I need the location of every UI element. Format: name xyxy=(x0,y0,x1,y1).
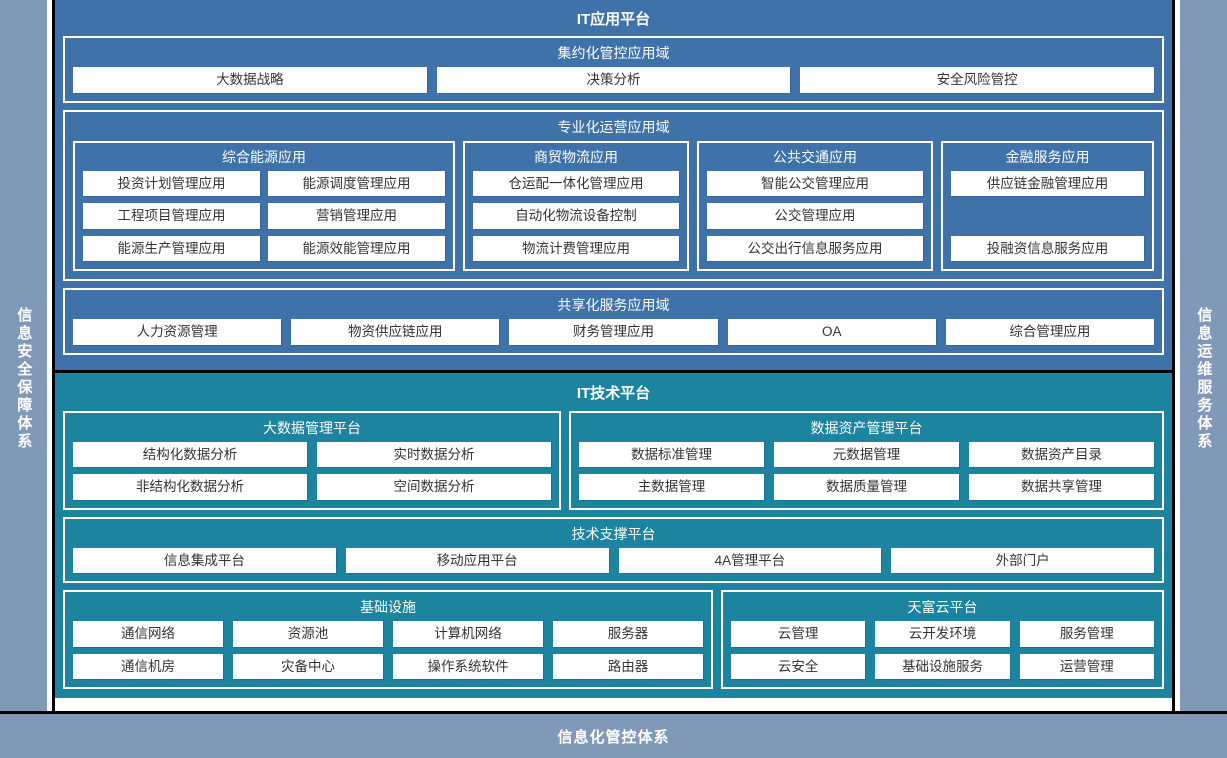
domain-professional-operations: 专业化运营应用域 综合能源应用 投资计划管理应用 能源调度管理应用 工程项目管理… xyxy=(63,109,1164,282)
app-chip-security-risk-control[interactable]: 安全风险管控 xyxy=(800,67,1155,93)
pillar-integrated-energy-title: 综合能源应用 xyxy=(222,148,306,165)
bottom-bar-governance: 信息化管控体系 xyxy=(0,711,1227,758)
app-chip-bus-mgmt[interactable]: 公交管理应用 xyxy=(707,203,923,229)
app-chip-energy-efficiency-mgmt[interactable]: 能源效能管理应用 xyxy=(268,235,445,262)
app-chip-material-supply-chain[interactable]: 物资供应链应用 xyxy=(291,319,500,345)
it-application-platform: IT应用平台 集约化管控应用域 大数据战略 决策分析 安全风险管控 专业化运营应… xyxy=(55,0,1172,373)
tech-chip-communication-network[interactable]: 通信网络 xyxy=(73,621,223,647)
app-chip-smart-bus-mgmt[interactable]: 智能公交管理应用 xyxy=(707,170,923,197)
tech-chip-metadata-mgmt[interactable]: 元数据管理 xyxy=(774,441,959,468)
tech-chip-service-management[interactable]: 服务管理 xyxy=(1019,621,1154,647)
side-panel-information-security: 信息安全保障体系 xyxy=(0,0,47,758)
tech-chip-realtime-data-analysis[interactable]: 实时数据分析 xyxy=(317,441,551,468)
tech-chip-4a-management-platform[interactable]: 4A管理平台 xyxy=(618,547,882,574)
side-panel-left-label: 信息安全保障体系 xyxy=(15,307,33,451)
tech-chip-operations-management[interactable]: 运营管理 xyxy=(1019,653,1154,680)
app-chip-energy-dispatch-mgmt[interactable]: 能源调度管理应用 xyxy=(268,170,445,197)
pillar-public-transport-title: 公共交通应用 xyxy=(773,148,857,165)
tech-chip-master-data-mgmt[interactable]: 主数据管理 xyxy=(579,474,764,500)
tech-chip-cloud-security[interactable]: 云安全 xyxy=(731,653,866,680)
tech-chip-data-sharing-mgmt[interactable]: 数据共享管理 xyxy=(969,474,1154,500)
pillar-commerce-logistics-title: 商贸物流应用 xyxy=(534,148,618,165)
domain-shared-services: 共享化服务应用域 人力资源管理 物资供应链应用 财务管理应用 OA 综合管理应用 xyxy=(63,288,1164,355)
tech-chip-data-asset-catalog[interactable]: 数据资产目录 xyxy=(969,441,1154,468)
tech-chip-computer-network[interactable]: 计算机网络 xyxy=(393,621,543,647)
app-chip-financial-spacer xyxy=(951,203,1144,229)
domain-shared-services-title: 共享化服务应用域 xyxy=(557,297,670,314)
app-chip-bus-travel-info-service[interactable]: 公交出行信息服务应用 xyxy=(707,235,923,262)
app-chip-finance-mgmt[interactable]: 财务管理应用 xyxy=(509,319,718,345)
domain-intensive-management-title: 集约化管控应用域 xyxy=(557,45,670,61)
it-technology-platform: IT技术平台 大数据管理平台 结构化数据分析 实时数据分析 非结构化数据分析 空… xyxy=(55,372,1172,699)
app-chip-supply-chain-finance-mgmt[interactable]: 供应链金融管理应用 xyxy=(951,170,1144,197)
tech-chip-external-portal[interactable]: 外部门户 xyxy=(891,547,1154,574)
right-edge-rule xyxy=(1172,0,1175,711)
tech-chip-cloud-dev-environment[interactable]: 云开发环境 xyxy=(875,621,1010,647)
tech-chip-mobile-application-platform[interactable]: 移动应用平台 xyxy=(345,547,609,574)
app-chip-big-data-strategy[interactable]: 大数据战略 xyxy=(73,67,427,93)
left-edge-rule xyxy=(52,0,55,711)
tech-chip-router[interactable]: 路由器 xyxy=(553,653,703,680)
app-chip-energy-production-mgmt[interactable]: 能源生产管理应用 xyxy=(83,235,260,262)
app-chip-integrated-warehouse-delivery[interactable]: 仓运配一体化管理应用 xyxy=(473,170,679,197)
group-big-data-platform-title: 大数据管理平台 xyxy=(263,419,361,436)
tech-chip-data-quality-mgmt[interactable]: 数据质量管理 xyxy=(774,474,959,500)
center-column: IT应用平台 集约化管控应用域 大数据战略 决策分析 安全风险管控 专业化运营应… xyxy=(55,0,1172,758)
app-chip-investment-financing-info-service[interactable]: 投融资信息服务应用 xyxy=(951,235,1144,262)
tech-chip-data-standard-mgmt[interactable]: 数据标准管理 xyxy=(579,441,764,468)
app-chip-automated-logistics-control[interactable]: 自动化物流设备控制 xyxy=(473,203,679,229)
tech-chip-information-integration-platform[interactable]: 信息集成平台 xyxy=(73,547,336,574)
it-technology-platform-title: IT技术平台 xyxy=(576,384,651,402)
pillar-commerce-logistics: 商贸物流应用 仓运配一体化管理应用 自动化物流设备控制 物流计费管理应用 xyxy=(463,140,689,272)
pillar-financial-services-title: 金融服务应用 xyxy=(1005,148,1090,165)
app-chip-marketing-mgmt[interactable]: 营销管理应用 xyxy=(268,203,445,229)
group-data-asset-platform: 数据资产管理平台 数据标准管理 元数据管理 数据资产目录 主数据管理 数据质量管… xyxy=(569,410,1164,510)
tech-chip-disaster-recovery-center[interactable]: 灾备中心 xyxy=(233,653,383,680)
group-data-asset-platform-title: 数据资产管理平台 xyxy=(810,419,923,436)
app-chip-investment-plan-mgmt[interactable]: 投资计划管理应用 xyxy=(83,170,260,197)
app-chip-oa[interactable]: OA xyxy=(727,319,936,345)
group-infrastructure: 基础设施 通信网络 资源池 计算机网络 服务器 通信机房 灾备中心 操作系统软件… xyxy=(63,590,713,690)
tech-chip-unstructured-data-analysis[interactable]: 非结构化数据分析 xyxy=(73,474,307,500)
tech-chip-server[interactable]: 服务器 xyxy=(553,621,703,647)
tech-chip-communication-room[interactable]: 通信机房 xyxy=(73,653,223,680)
tech-chip-cloud-management[interactable]: 云管理 xyxy=(731,621,866,647)
group-infrastructure-title: 基础设施 xyxy=(360,599,416,616)
app-chip-logistics-billing-mgmt[interactable]: 物流计费管理应用 xyxy=(473,235,679,262)
domain-intensive-management: 集约化管控应用域 大数据战略 决策分析 安全风险管控 xyxy=(63,36,1164,103)
app-chip-comprehensive-mgmt[interactable]: 综合管理应用 xyxy=(945,319,1155,345)
it-application-platform-title: IT应用平台 xyxy=(576,11,651,28)
app-chip-engineering-project-mgmt[interactable]: 工程项目管理应用 xyxy=(83,203,260,229)
tech-chip-spatial-data-analysis[interactable]: 空间数据分析 xyxy=(317,474,551,500)
group-technical-support-platform: 技术支撑平台 信息集成平台 移动应用平台 4A管理平台 外部门户 xyxy=(63,516,1164,584)
side-panel-it-operations: 信息运维服务体系 xyxy=(1180,0,1227,758)
side-panel-right-label: 信息运维服务体系 xyxy=(1195,307,1213,451)
pillar-public-transport: 公共交通应用 智能公交管理应用 公交管理应用 公交出行信息服务应用 xyxy=(697,140,933,272)
domain-professional-operations-title: 专业化运营应用域 xyxy=(557,118,670,135)
tech-chip-operating-system-software[interactable]: 操作系统软件 xyxy=(393,653,543,680)
app-chip-decision-analysis[interactable]: 决策分析 xyxy=(436,67,791,93)
group-technical-support-platform-title: 技术支撑平台 xyxy=(571,525,656,542)
app-chip-hr-mgmt[interactable]: 人力资源管理 xyxy=(73,319,282,345)
group-tianfu-cloud-platform-title: 天富云平台 xyxy=(907,599,978,616)
pillar-integrated-energy: 综合能源应用 投资计划管理应用 能源调度管理应用 工程项目管理应用 营销管理应用… xyxy=(73,140,455,272)
group-tianfu-cloud-platform: 天富云平台 云管理 云开发环境 服务管理 云安全 基础设施服务 运营管理 xyxy=(721,590,1164,690)
group-big-data-platform: 大数据管理平台 结构化数据分析 实时数据分析 非结构化数据分析 空间数据分析 xyxy=(63,410,561,510)
bottom-bar-label: 信息化管控体系 xyxy=(557,728,670,746)
tech-chip-resource-pool[interactable]: 资源池 xyxy=(233,621,383,647)
tech-chip-infrastructure-service[interactable]: 基础设施服务 xyxy=(875,653,1010,680)
tech-chip-structured-data-analysis[interactable]: 结构化数据分析 xyxy=(73,441,307,468)
pillar-financial-services: 金融服务应用 供应链金融管理应用 投融资信息服务应用 xyxy=(941,140,1154,272)
